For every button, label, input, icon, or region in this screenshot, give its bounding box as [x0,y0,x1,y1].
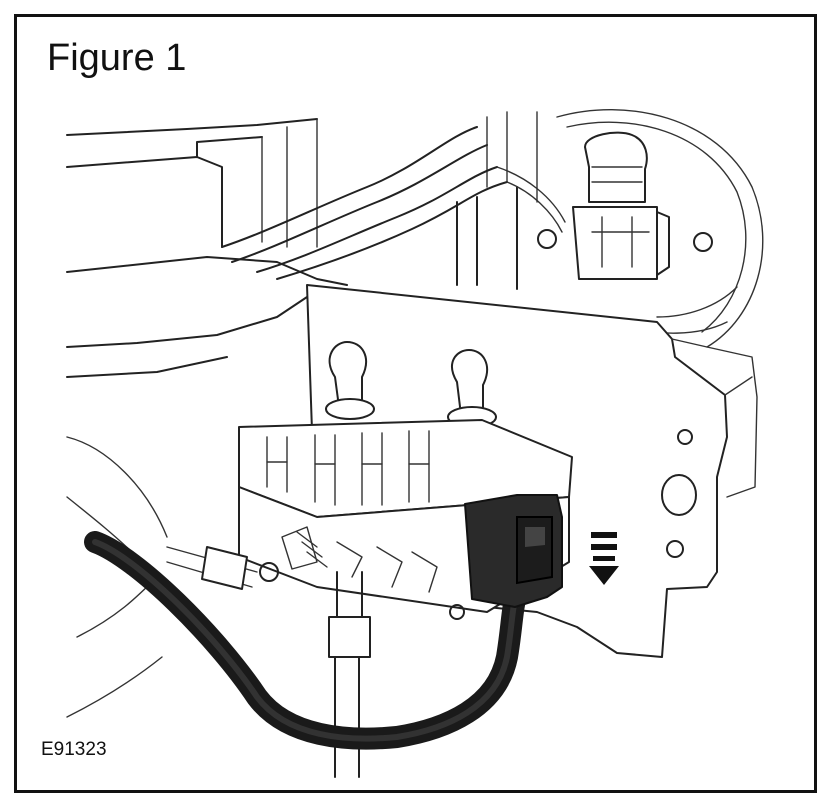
figure-reference-code: E91323 [41,739,107,760]
technical-illustration [66,108,764,778]
mounting-studs [325,341,497,428]
arrow-down-icon [589,532,619,585]
body-panel [66,118,348,378]
frame-rails [456,111,538,290]
figure-frame: Figure 1 E91323 [14,14,817,793]
lower-cable [166,546,371,778]
upper-wiring-loom [221,126,566,280]
figure-title: Figure 1 [47,37,187,79]
harness-connector [464,494,563,608]
wiring-harness [84,531,528,750]
upper-connector [572,131,670,280]
